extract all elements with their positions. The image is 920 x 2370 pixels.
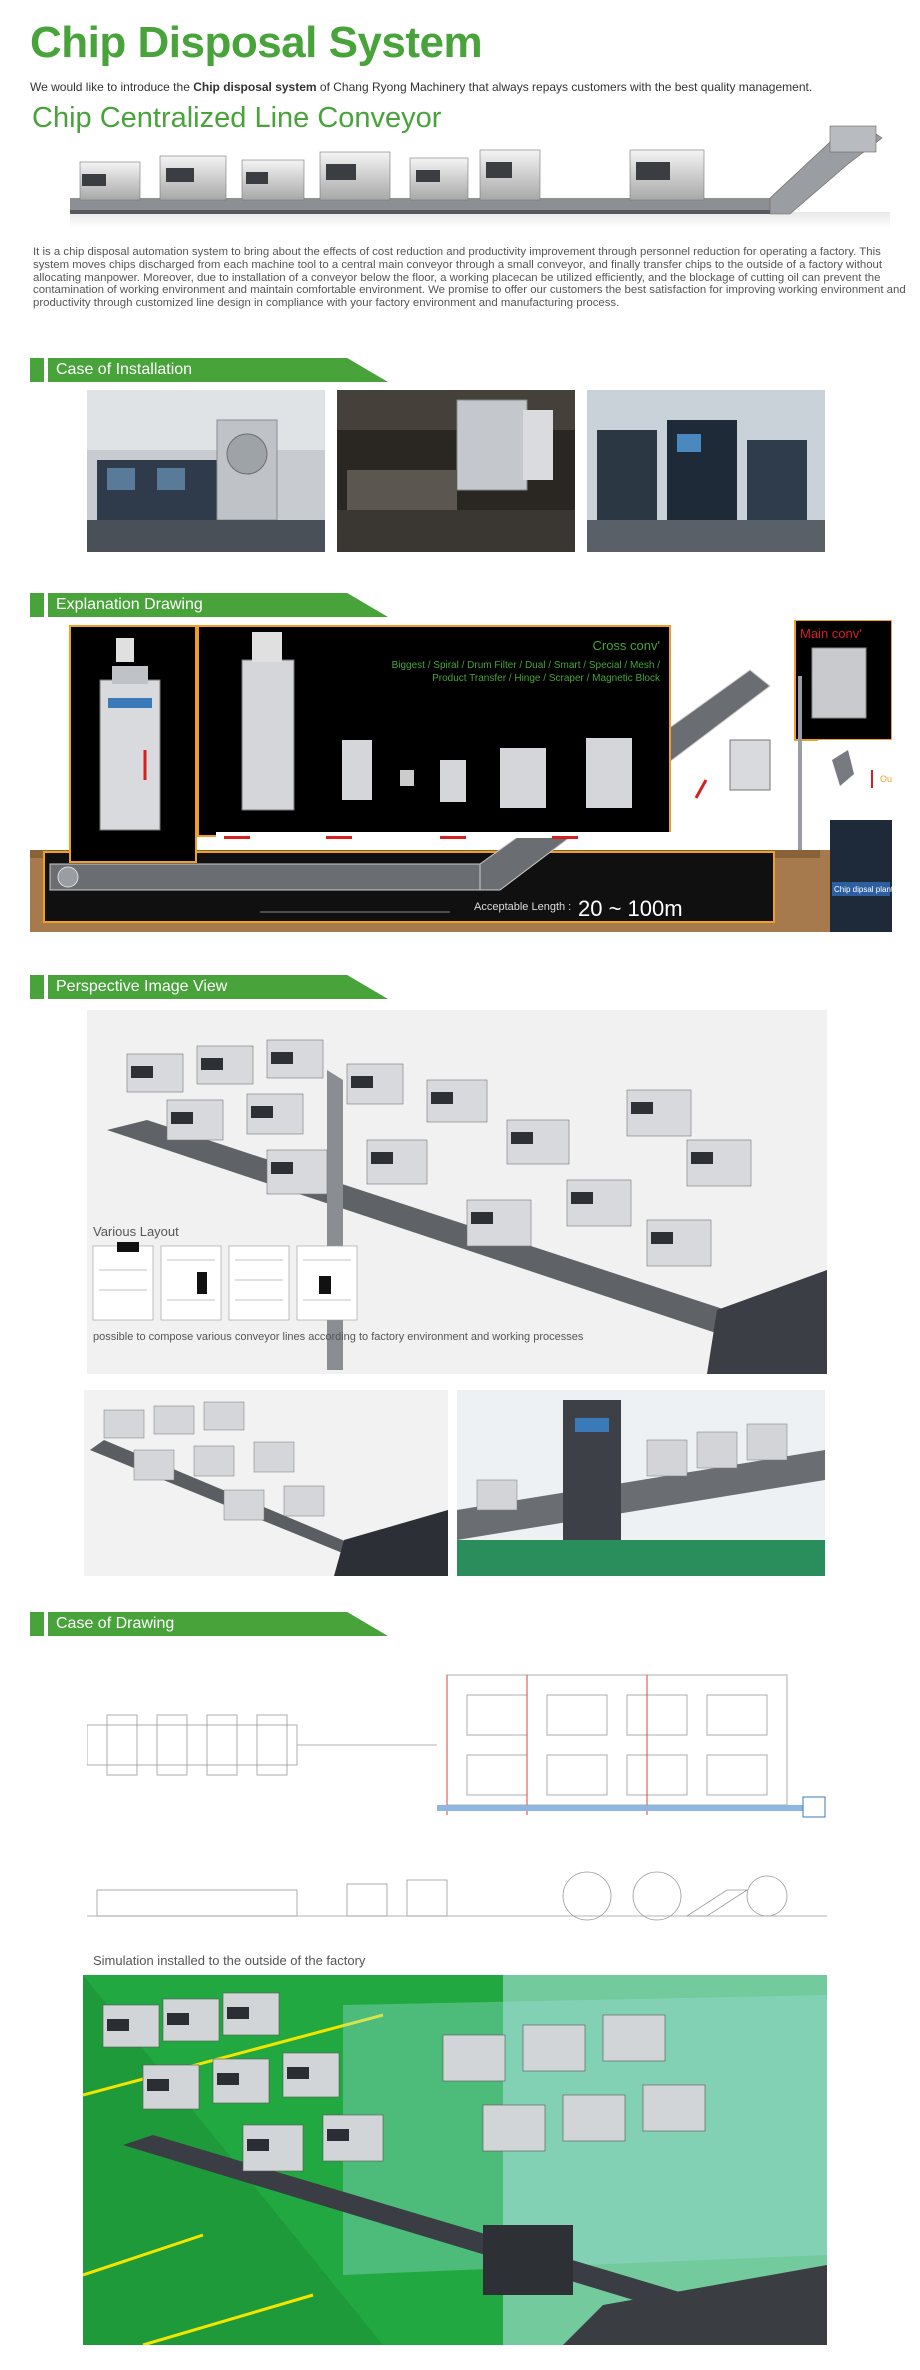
various-layout-label: Various Layout [93, 1224, 179, 1239]
explanation-diagram: Cross conv' Biggest / Spiral / Drum Filt… [30, 620, 892, 932]
page-title: Chip Disposal System [30, 18, 483, 67]
cad-drawing-1 [87, 1665, 827, 1835]
section-header-perspective: Perspective Image View [30, 975, 390, 999]
installation-photo-3 [587, 390, 825, 552]
page-subtitle: Chip Centralized Line Conveyor [32, 102, 442, 134]
outside-label: Outside [880, 774, 892, 784]
main-conveyor-title: Main conv' [800, 626, 862, 641]
layout-thumbnails [92, 1245, 358, 1321]
cross-conveyor-types-line2: Product Transfer / Hinge / Scraper / Mag… [432, 673, 661, 684]
section-header-installation: Case of Installation [30, 358, 390, 382]
layout-caption: possible to compose various conveyor lin… [93, 1331, 584, 1343]
hero-conveyor-image [70, 125, 890, 228]
simulation-caption: Simulation installed to the outside of t… [93, 1953, 366, 1968]
section-header-drawing: Case of Drawing [30, 1612, 390, 1636]
acceptable-length-label: Acceptable Length : [474, 901, 571, 913]
perspective-image-2 [84, 1390, 448, 1576]
chip-plant-label: Chip dipsal plant [834, 885, 892, 894]
installation-photo-1 [87, 390, 325, 552]
cross-conveyor-title: Cross conv' [592, 638, 660, 653]
intro-text: We would like to introduce the Chip disp… [30, 80, 813, 94]
cad-drawing-2 [87, 1860, 827, 1932]
cross-conveyor-types-line1: Biggest / Spiral / Drum Filter / Dual / … [392, 660, 661, 671]
section-header-explanation: Explanation Drawing [30, 593, 390, 617]
simulation-image [83, 1975, 827, 2345]
description-text: It is a chip disposal automation system … [33, 246, 906, 310]
perspective-main-image: Various Layout possible to compose vario… [87, 1010, 827, 1374]
acceptable-length-value: 20 ~ 100m [578, 896, 683, 921]
installation-photo-2 [337, 390, 575, 552]
perspective-image-3 [457, 1390, 825, 1576]
